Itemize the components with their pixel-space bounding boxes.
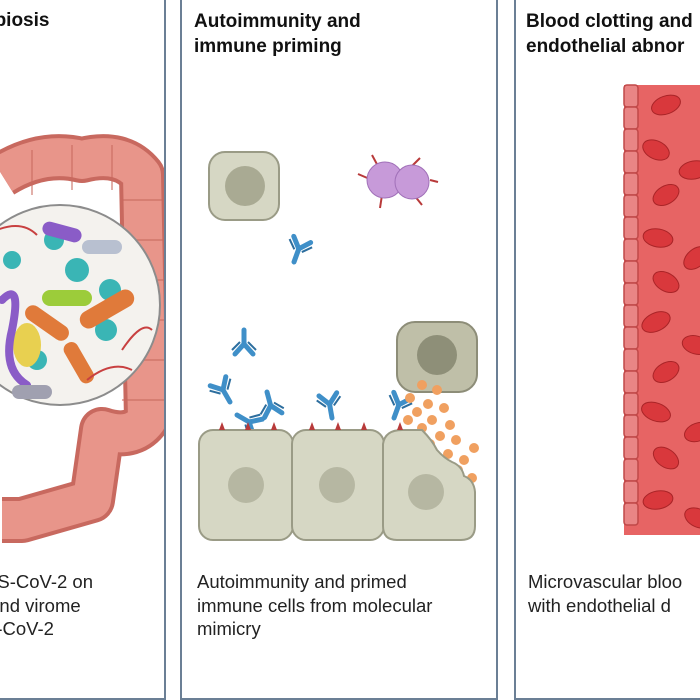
panel-caption-dysbiosis: RS-CoV-2 on and virome S-CoV-2 [0,571,93,639]
panel-blood-clotting: Blood clotting and endothelial abnor [514,0,700,700]
panel-title-clotting: Blood clotting and endothelial abnor [526,11,693,57]
red-blood-cells [641,94,700,529]
immune-illustration [198,151,479,541]
virus-particle [357,154,439,209]
panel-caption-clotting: Microvascular bloo with endothelial d [528,571,683,616]
activated-immune-cell [396,321,478,393]
blood-vessel-illustration [623,84,700,535]
immune-cell-top [208,151,280,221]
tissue-cells [198,429,476,541]
intestine-illustration [0,134,164,543]
panel-caption-autoimmunity: Autoimmunity and primed immune cells fro… [197,571,433,639]
panel-title-autoimmunity: Autoimmunity and immune priming [194,11,361,57]
colon-tissue [0,138,164,539]
antibody [232,330,256,354]
antibody [208,375,241,408]
panel-gut-dysbiosis: sbiosis [0,0,166,700]
antibody [316,392,344,420]
panel-autoimmunity: Autoimmunity and immune priming [180,0,498,700]
panel-title-dysbiosis: sbiosis [0,10,50,31]
antibody [283,235,314,266]
endothelial-wall [623,84,639,526]
bacteria-cluster [0,221,153,399]
